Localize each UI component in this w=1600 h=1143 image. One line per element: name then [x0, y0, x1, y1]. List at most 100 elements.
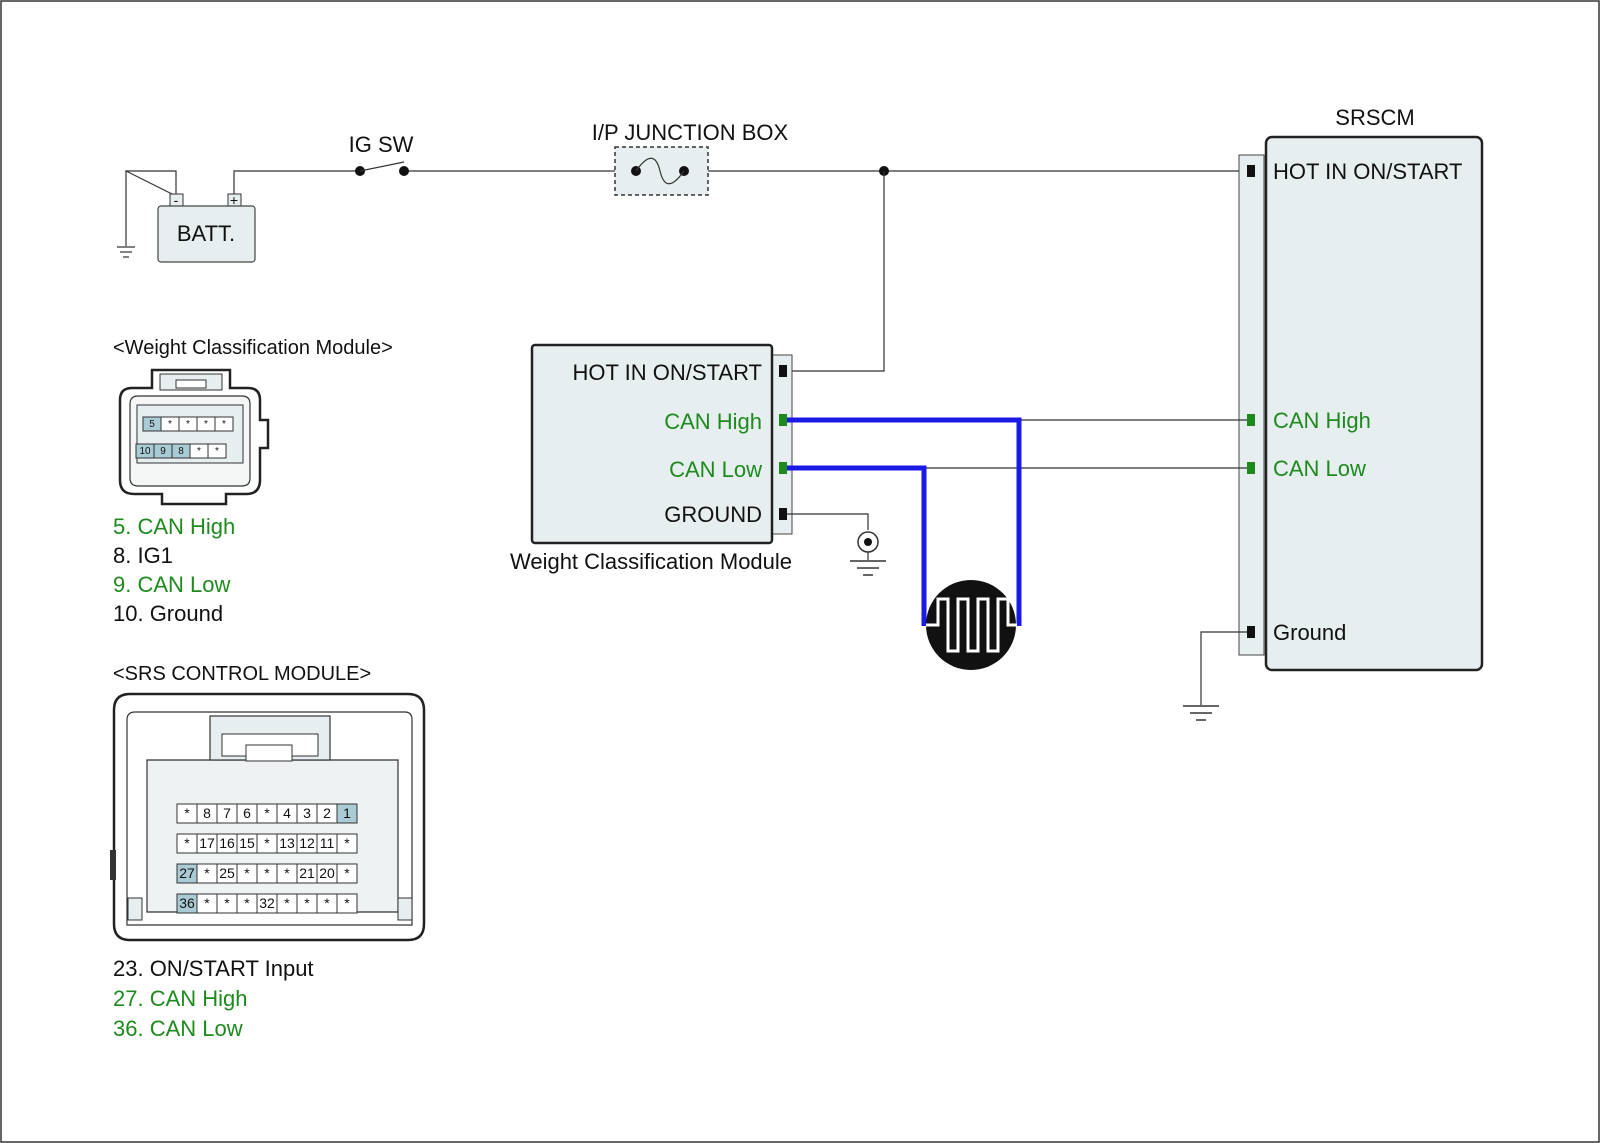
srs-pin-cell	[336, 893, 358, 914]
srs-connector-title: <SRS CONTROL MODULE>	[113, 663, 371, 685]
wcm-hot-pin	[779, 365, 787, 377]
srs-pin-label: 17	[199, 835, 215, 851]
wcm-pin-grid: 5 * * * * 10 9 8 * *	[135, 416, 234, 459]
wcm-ground-wire	[787, 513, 869, 530]
wcm-pin-legend: 5. CAN High 8. IG1 9. CAN Low 10. Ground	[113, 514, 235, 626]
wcm-pin-label: 10	[139, 446, 151, 457]
wcm-pin-label: 5	[149, 419, 155, 430]
srs-pin-label: *	[344, 835, 350, 851]
junction-box-outline	[614, 146, 709, 196]
srs-pin-cell	[336, 803, 358, 824]
srscm-ground-pin	[1247, 626, 1255, 638]
wcm-pin-label: *	[168, 419, 172, 430]
srs-pin-label: 3	[303, 805, 311, 821]
wcm-legend-item: 9. CAN Low	[113, 572, 230, 597]
srscm-body	[1264, 135, 1484, 672]
srs-pin-label: 7	[223, 805, 231, 821]
wcm-hot-label: HOT IN ON/START	[573, 360, 762, 385]
battery-circuit: - + BATT.	[117, 170, 256, 263]
srs-pin-label: 6	[243, 805, 251, 821]
junction-box-label: I/P JUNCTION BOX	[592, 120, 789, 145]
srs-pin-label: *	[284, 895, 290, 911]
srscm-can-high-label: CAN High	[1273, 408, 1371, 433]
srs-pin-label: *	[204, 865, 210, 881]
can-high-wire	[787, 417, 1022, 626]
wcm-can-high-label: CAN High	[664, 409, 762, 434]
srs-pin-label: 11	[320, 835, 335, 851]
srscm-module: SRSCM HOT IN ON/START CAN High CAN Low G…	[1238, 105, 1484, 672]
wcm-can-low-label: CAN Low	[669, 457, 762, 482]
srs-pin-cell	[336, 833, 358, 854]
srs-pin-label: *	[244, 865, 250, 881]
srs-pin-label: 1	[343, 805, 351, 821]
srs-pin-label: *	[344, 865, 350, 881]
srs-pin-label: 25	[219, 865, 235, 881]
srscm-can-high-pin	[1247, 414, 1255, 426]
battery-label: BATT.	[177, 221, 235, 246]
srs-pin-label: *	[244, 895, 250, 911]
wcm-block: HOT IN ON/START CAN High CAN Low GROUND …	[510, 343, 793, 574]
wcm-hot-wire	[785, 171, 885, 372]
battery-ground-symbol	[117, 246, 135, 258]
wcm-pin-label: 9	[160, 446, 166, 457]
fuse-icon	[631, 157, 689, 185]
srscm-connector-strip	[1238, 154, 1265, 656]
srs-pin-label: 32	[259, 895, 275, 911]
srs-legend-item: 36. CAN Low	[113, 1016, 243, 1041]
srs-pin-label: 16	[219, 835, 235, 851]
srscm-ground-label: Ground	[1273, 620, 1346, 645]
battery-minus-lead	[126, 170, 177, 196]
wcm-ground-symbol	[850, 531, 886, 576]
srs-pin-label: 20	[319, 865, 335, 881]
srs-pin-label: 2	[323, 805, 331, 821]
srscm-ground-wire	[1200, 631, 1247, 705]
wcm-pin-cell	[207, 443, 227, 459]
can-low-wire	[787, 465, 927, 626]
wcm-legend-item: 10. Ground	[113, 601, 223, 626]
srs-pin-label: *	[204, 895, 210, 911]
wcm-connector-strip	[770, 354, 793, 535]
srs-pin-label: *	[224, 895, 230, 911]
battery-plus-wire	[233, 170, 360, 194]
wcm-pin-label: *	[186, 419, 190, 430]
srs-pin-label: 12	[299, 835, 315, 851]
wcm-pin-label: *	[215, 446, 219, 457]
srs-pin-label: *	[284, 865, 290, 881]
srs-pin-cell	[336, 863, 358, 884]
srs-pin-label: 4	[283, 805, 291, 821]
wcm-ground-pin	[779, 508, 787, 520]
srs-pin-label: *	[344, 895, 350, 911]
wcm-pin-label: *	[222, 419, 226, 430]
srs-pin-label: 36	[179, 895, 195, 911]
srs-pin-label: 27	[179, 865, 195, 881]
wcm-pin-label: 8	[178, 446, 184, 457]
srs-pin-label: *	[184, 805, 190, 821]
srs-legend-item: 23. ON/START Input	[113, 956, 314, 981]
wcm-ground-label: GROUND	[664, 502, 762, 527]
srs-pin-label: *	[264, 865, 270, 881]
wcm-pin-cell	[214, 416, 234, 432]
ig-sw-label: IG SW	[349, 132, 414, 157]
srs-pin-label: 13	[279, 835, 295, 851]
srs-pin-label: *	[304, 895, 310, 911]
srscm-hot-pin	[1247, 165, 1255, 177]
wcm-caption: Weight Classification Module	[510, 549, 792, 574]
srs-legend-item: 27. CAN High	[113, 986, 248, 1011]
srs-pin-label: 21	[299, 865, 315, 881]
srscm-can-low-label: CAN Low	[1273, 456, 1366, 481]
srs-pin-label: *	[324, 895, 330, 911]
wcm-pin-label: *	[204, 419, 208, 430]
wcm-legend-item: 8. IG1	[113, 543, 173, 568]
battery-plus-sign: +	[230, 192, 238, 208]
srscm-can-low-pin	[1247, 462, 1255, 474]
srs-pin-label: *	[184, 835, 190, 851]
wcm-connector-face	[118, 368, 270, 506]
wcm-pin-label: *	[197, 446, 201, 457]
srscm-title: SRSCM	[1335, 105, 1414, 130]
srscm-ground-symbol	[1183, 705, 1219, 721]
srs-pin-legend: 23. ON/START Input 27. CAN High 36. CAN Lo…	[113, 956, 314, 1041]
srs-pin-label: 8	[203, 805, 211, 821]
battery-body	[157, 205, 256, 263]
wcm-can-high-pin	[779, 414, 787, 426]
wcm-legend-item: 5. CAN High	[113, 514, 235, 539]
